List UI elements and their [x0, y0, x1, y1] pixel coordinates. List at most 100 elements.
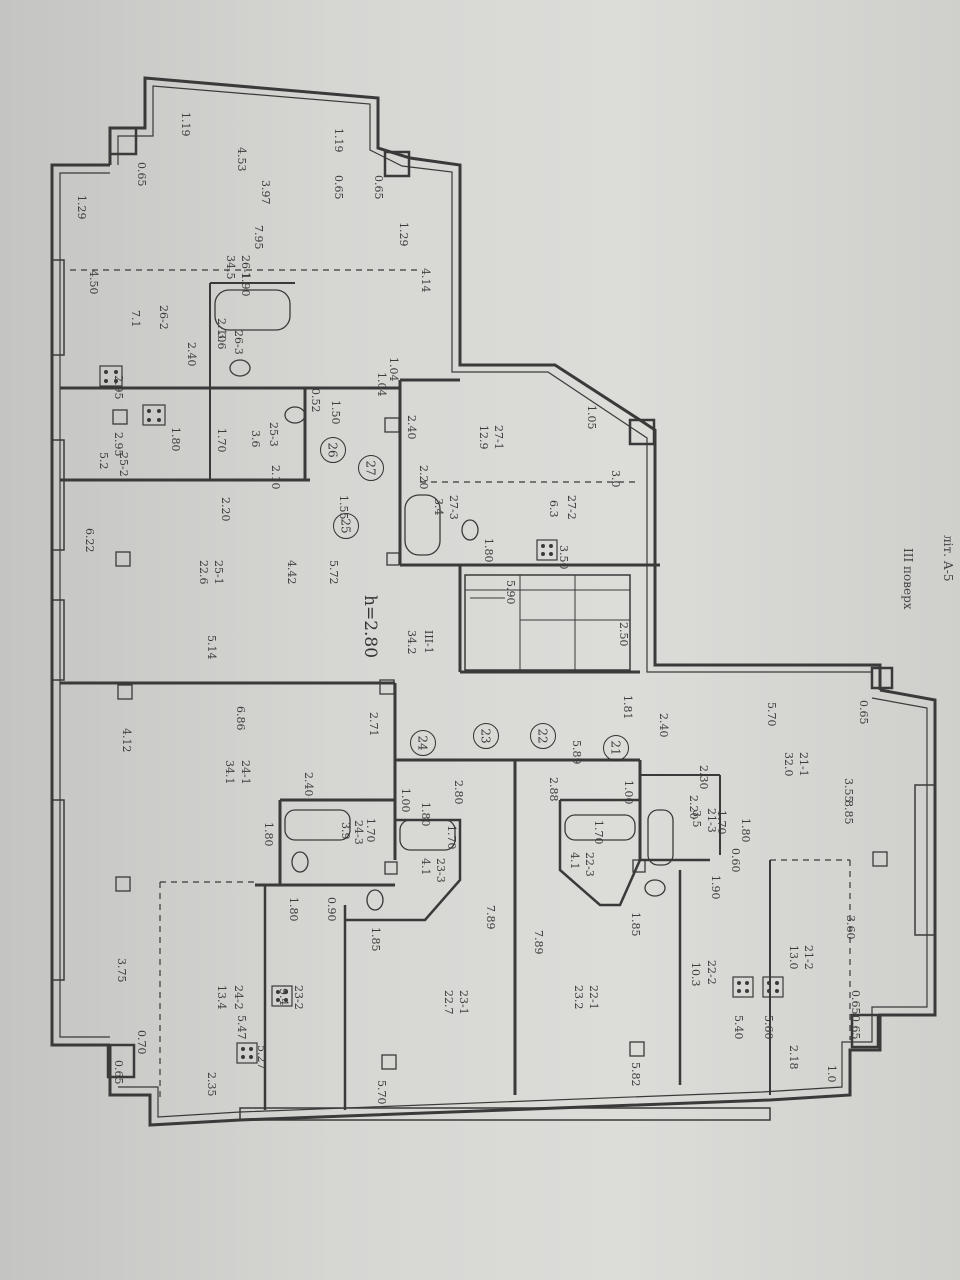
axis-marker-22: 22: [530, 723, 556, 749]
dimension: 5.47: [235, 1015, 248, 1040]
dimension: 2.20: [417, 465, 430, 490]
dimension: 0.70: [135, 1030, 148, 1055]
dimension: 5.70: [765, 702, 778, 727]
dimension: 3.75: [115, 958, 128, 983]
room-area: 10.3: [689, 962, 702, 987]
dimension: 2.95: [112, 375, 125, 400]
dimension: 7.89: [532, 930, 545, 955]
dimension: 3.97: [259, 180, 272, 205]
room-code: 22-3: [583, 852, 596, 877]
dimension: 2.95: [112, 432, 125, 457]
stove-icon: [99, 365, 784, 1064]
dimension: 1.80: [419, 802, 432, 827]
outer-wall: [108, 688, 937, 1127]
dimension: 1.00: [399, 788, 412, 813]
dimension: 2.18: [787, 1045, 800, 1070]
dimension: 4.12: [120, 728, 133, 753]
window: [51, 439, 65, 551]
room-code: 23-2: [292, 985, 305, 1010]
room-area: 23.2: [572, 985, 585, 1010]
dimension: 2.10: [269, 465, 282, 490]
dimension: 1.00: [622, 780, 635, 805]
outer-wall: [59, 172, 110, 1038]
room-area: 4.1: [568, 852, 581, 870]
toilet: [366, 889, 384, 911]
room-code: 26-3: [232, 330, 245, 355]
dimension: 8.85: [842, 800, 855, 825]
dimension: 2.35: [205, 1072, 218, 1097]
outer-wall: [50, 163, 110, 1047]
dimension: 6.86: [234, 706, 247, 731]
room-area: 9.4: [277, 988, 290, 1006]
dimension: 0.65: [332, 175, 345, 200]
dimension: 4.53: [235, 147, 248, 172]
room-area: 34.2: [405, 630, 418, 655]
bathtub: [284, 809, 351, 841]
litera-label: літ. А-5: [941, 535, 955, 582]
dimension: 1.90: [239, 272, 252, 297]
dimension: 3.50: [557, 545, 570, 570]
dimension: 1.70: [592, 820, 605, 845]
dimension: 2.40: [302, 772, 315, 797]
dimension: 0.52: [309, 388, 322, 413]
room-code: 27-1: [492, 425, 505, 450]
dimension: 3.0: [609, 470, 622, 488]
bathtub: [647, 809, 674, 866]
window: [914, 784, 936, 936]
dimension: 2.30: [697, 765, 710, 790]
dimension: 2.20: [219, 497, 232, 522]
room-area: 5.2: [97, 452, 110, 470]
stair: [464, 574, 631, 671]
dimension: 3.60: [844, 915, 857, 940]
room-area: 13.4: [215, 985, 228, 1010]
dimension: 3.55: [842, 778, 855, 803]
dimension: 1.80: [262, 822, 275, 847]
toilet: [284, 406, 306, 424]
room-area: 22.7: [442, 990, 455, 1015]
dimension: 0.65: [857, 700, 870, 725]
dimension: 1.55: [337, 495, 350, 520]
column: [628, 418, 656, 446]
dimension: 1.0: [825, 1065, 838, 1083]
dimension: 1.80: [287, 897, 300, 922]
room-area: 3.4: [432, 498, 445, 516]
outer-wall: [118, 697, 928, 1118]
window: [239, 1107, 771, 1121]
dimension: 0.65: [849, 1015, 862, 1040]
room-area: 32.0: [782, 752, 795, 777]
dimension: 2.40: [657, 713, 670, 738]
room-code: 26-2: [157, 305, 170, 330]
dimension: 5.89: [570, 740, 583, 765]
toilet: [461, 519, 479, 541]
room-area: 13.0: [787, 945, 800, 970]
dimension: 0.60: [729, 848, 742, 873]
axis-marker-23: 23: [473, 723, 499, 749]
dimension: 0.65: [849, 990, 862, 1015]
room-area: 3.9: [339, 822, 352, 840]
room-code: 24-1: [239, 760, 252, 785]
room-code: 25-1: [212, 560, 225, 585]
dimension: 0.65: [112, 1060, 125, 1085]
window: [51, 599, 65, 681]
ceiling-height: h=2.80: [360, 595, 380, 659]
outer-wall: [108, 76, 882, 690]
room-area: 3.6: [249, 430, 262, 448]
room-code: 21-1: [797, 752, 810, 777]
dimension: 5.70: [375, 1080, 388, 1105]
room-code: 27-2: [565, 495, 578, 520]
dimension: 1.05: [585, 405, 598, 430]
column: [870, 666, 894, 690]
dimension: 1.80: [739, 818, 752, 843]
toilet: [644, 879, 666, 897]
dimension: 5.40: [732, 1015, 745, 1040]
window: [51, 799, 65, 981]
dimension: 2.40: [185, 342, 198, 367]
room-area: 4.1: [419, 858, 432, 876]
room-area: 7.1: [129, 310, 142, 328]
dimension: 0.65: [135, 162, 148, 187]
dimension: 1.70: [715, 810, 728, 835]
dimension: 5.82: [629, 1062, 642, 1087]
bathtub: [399, 819, 456, 851]
dimension: 5.60: [762, 1015, 775, 1040]
